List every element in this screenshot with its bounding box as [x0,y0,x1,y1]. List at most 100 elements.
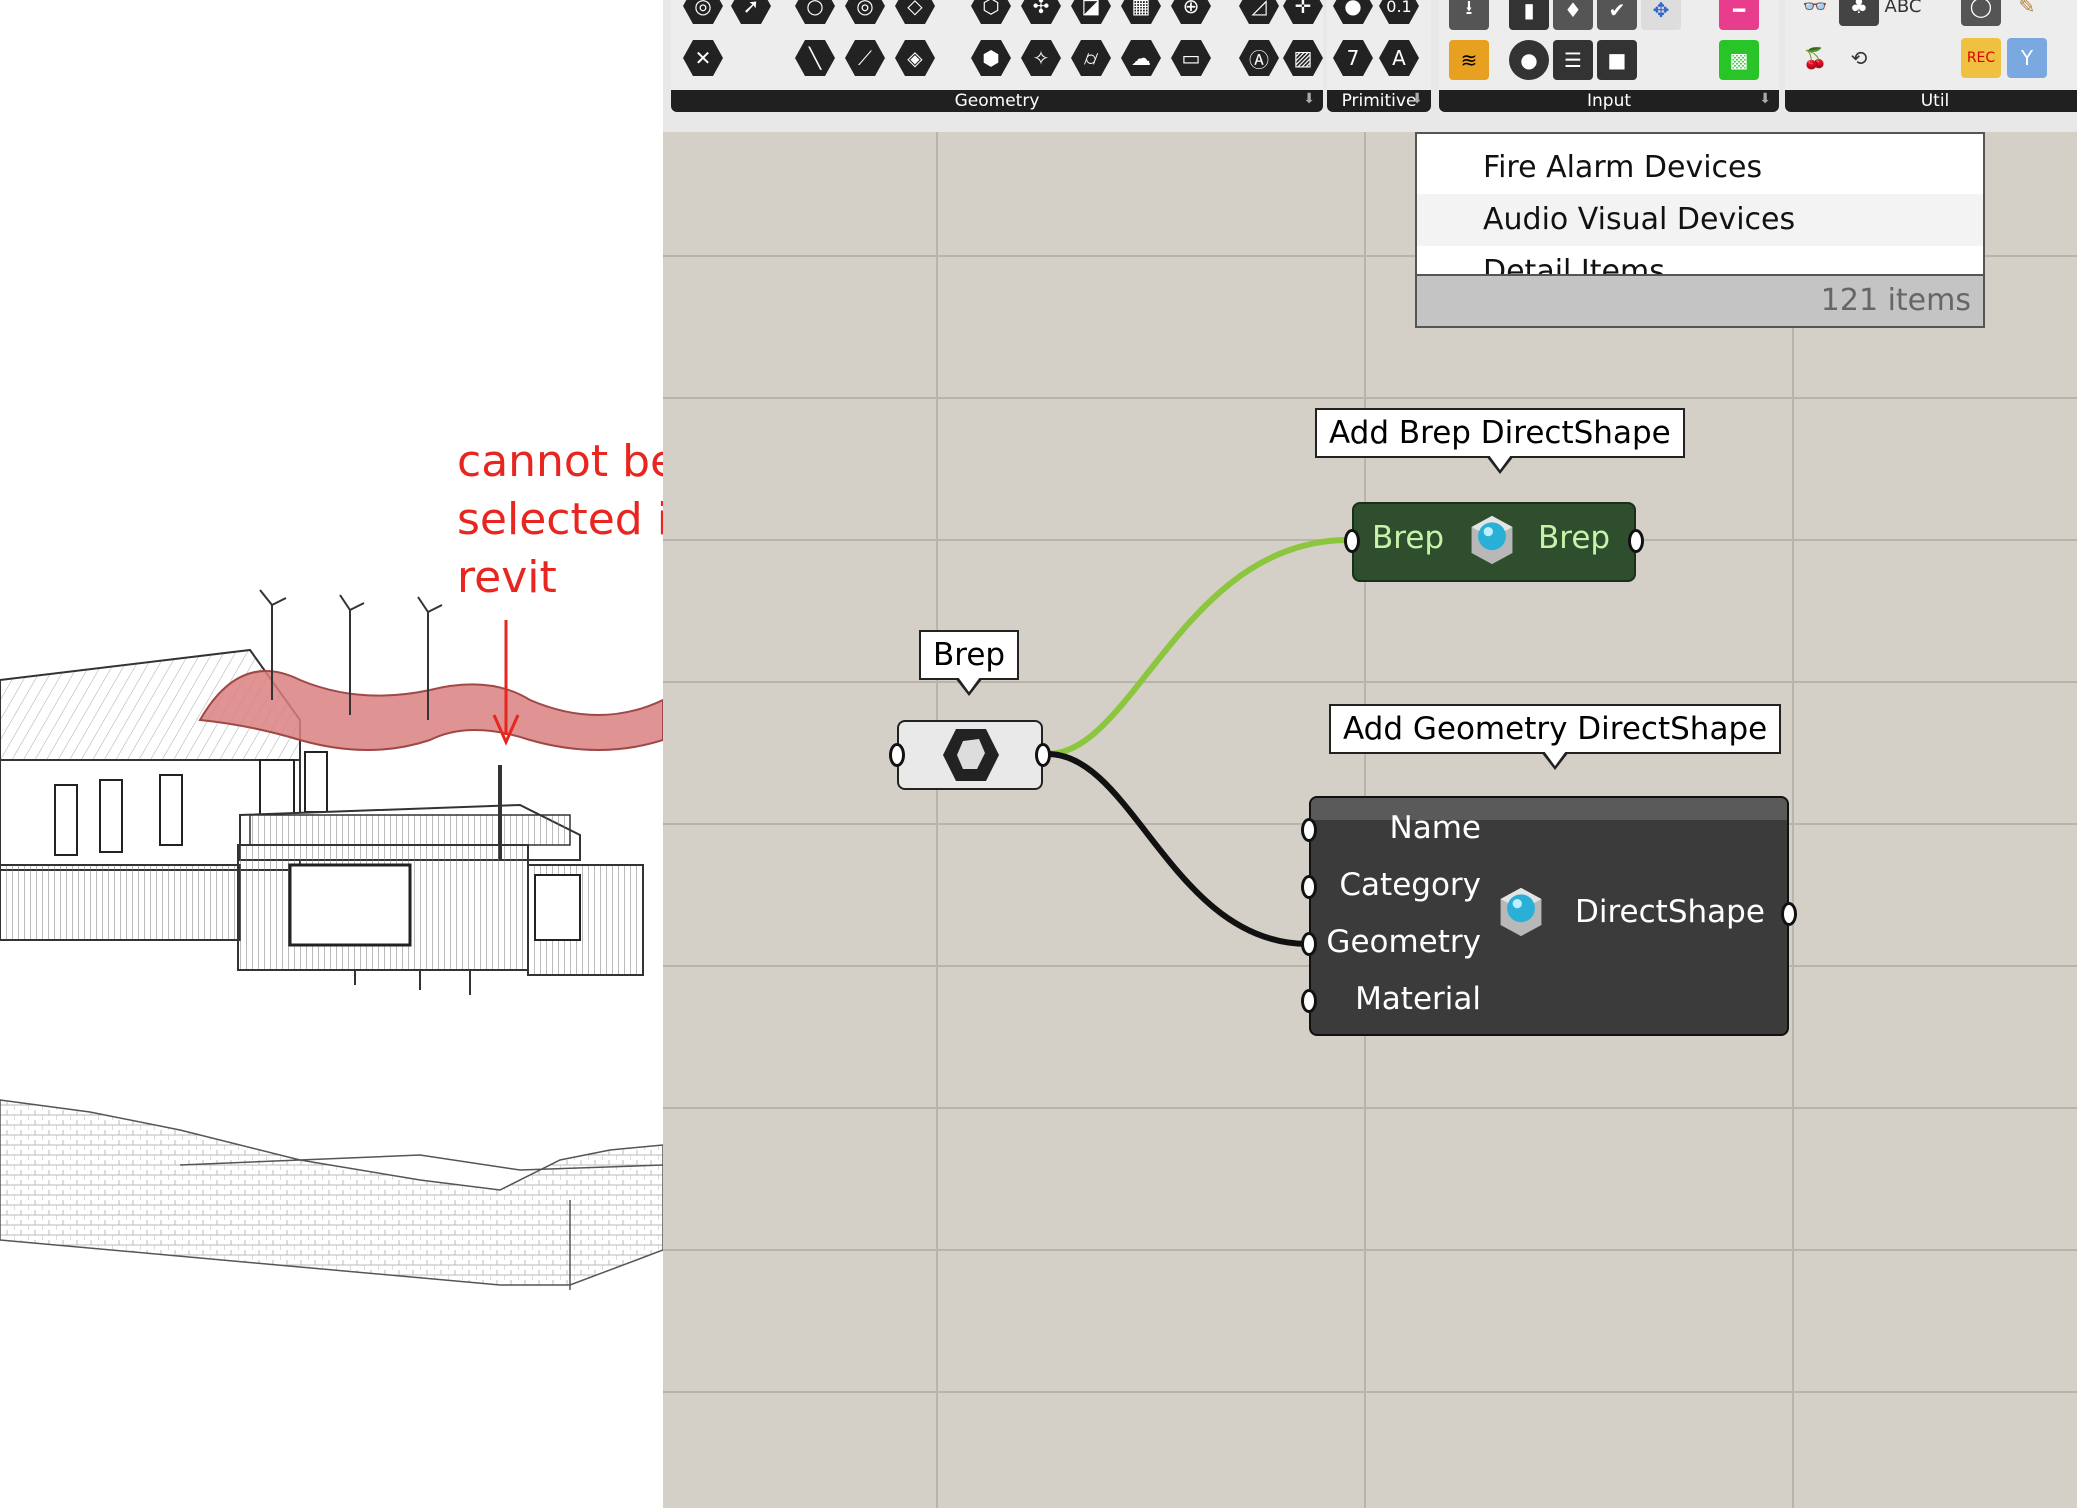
dropdown-item-detail-items[interactable]: Detail Items [1483,254,1665,276]
pencil-icon[interactable]: ✎ [2018,0,2036,18]
callout-add-brep-directshape: Add Brep DirectShape [1315,408,1685,474]
panel-input: ⭳ ≋ ▮ ♦ ✔ ✥ ● ☰ ■ ━ ▩ Input⬇ [1439,0,1779,112]
panel-geometry: ◎ ➚ ✕ ○ ◎ ◇ ╲ ⟋ ◈ ⬡ ✣ ◪ ▦ ⊕ ⬢ ✧ ⌭ ☁ ▭ ◿ … [671,0,1323,112]
directshape-output-label: DirectShape [1575,894,1765,930]
segment-param-icon[interactable]: ⟋ [845,40,885,76]
number-param-icon[interactable]: 0.1 [1379,0,1419,24]
curved-roof-brep [198,670,663,751]
category-dropdown[interactable]: … Fire Alarm Devices Audio Visual Device… [1415,132,1985,328]
mesh-param-icon[interactable]: ✣ [1021,0,1061,24]
wire-brep-to-brep-ds [1047,537,1347,757]
geometry-input-grip[interactable] [1301,932,1317,956]
record-icon[interactable]: REC [1961,38,2001,78]
add-geometry-directshape-node[interactable]: Name Category Geometry Material DirectSh… [1301,796,1797,1036]
brep-ds-input-grip[interactable] [1344,529,1360,553]
timer-icon[interactable]: ◯ [1961,0,2001,26]
expand-arrow-icon[interactable]: ⬇ [1759,91,1771,107]
name-input-label: Name [1389,810,1481,846]
knob-icon[interactable]: ♦ [1553,0,1593,30]
revit-directshape-icon [1471,515,1513,565]
node-header-highlight [1311,798,1787,820]
expand-arrow-icon[interactable]: ⬇ [1411,91,1423,107]
brep-icon [943,729,999,781]
dropdown-item-audio-visual[interactable]: Audio Visual Devices [1417,194,1983,246]
category-input-grip[interactable] [1301,875,1317,899]
brep-param-input-grip[interactable] [889,743,905,767]
hatch-param-icon[interactable]: ▨ [1283,40,1323,76]
loop-icon[interactable]: ⟲ [1850,46,1868,70]
brep-param-icon[interactable]: ⬢ [971,40,1011,76]
boolean-param-icon[interactable]: ● [1333,0,1373,24]
expand-arrow-icon[interactable]: ⬇ [1303,91,1315,107]
tree-icon[interactable]: ♣ [1839,0,1879,26]
brep-param-output-grip[interactable] [1035,743,1051,767]
panel-label-util: Util [1785,90,2077,112]
toggle-icon[interactable]: ▮ [1509,0,1549,30]
gradient-icon[interactable]: ≋ [1449,40,1489,80]
material-input-label: Material [1355,981,1481,1017]
integer-param-icon[interactable]: 7 [1333,40,1373,76]
add-brep-directshape-node[interactable]: Brep Brep [1344,502,1644,582]
revit-view[interactable]: cannot be selected in revit [0,0,663,1508]
clear-param-icon[interactable]: ✕ [683,40,723,76]
book-param-icon[interactable]: ▭ [1171,40,1211,76]
surface-param-icon[interactable]: ◇ [895,0,935,24]
cherry-icon[interactable]: 🍒 [1802,46,1828,70]
geometry-param-icon[interactable]: ◎ [683,0,723,24]
grasshopper-canvas[interactable]: … Fire Alarm Devices Audio Visual Device… [663,132,2077,1508]
grasshopper-window: ◎ ➚ ✕ ○ ◎ ◇ ╲ ⟋ ◈ ⬡ ✣ ◪ ▦ ⊕ ⬢ ✧ ⌭ ☁ ▭ ◿ … [663,0,2077,1508]
list-icon[interactable]: ☰ [1553,40,1593,80]
vector-param-icon[interactable]: ➚ [731,0,771,24]
dropdown-clipped-item[interactable]: … [1417,134,1983,142]
material-input-grip[interactable] [1301,989,1317,1013]
callout-add-geometry-directshape: Add Geometry DirectShape [1329,704,1782,770]
terrain [0,1099,663,1286]
text-param-icon[interactable]: Ⓐ [1239,40,1279,76]
revit-directshape-icon [1500,887,1542,937]
group-param-icon[interactable]: ⊕ [1171,0,1211,24]
glasses-icon[interactable]: 👓 [1802,0,1828,18]
field-param-icon[interactable]: ▦ [1121,0,1161,24]
curve-param-icon[interactable]: ◿ [1239,0,1279,24]
filter-icon[interactable]: Y [2007,38,2047,78]
face-param-icon[interactable]: ◪ [1071,0,1111,24]
panel-primitive: ● 0.1 7 A Primitive⬇ [1327,0,1431,112]
import-icon[interactable]: ⭳ [1449,0,1489,30]
swatch-icon[interactable]: ■ [1597,40,1637,80]
circle-param-icon[interactable]: ○ [795,0,835,24]
name-input-grip[interactable] [1301,818,1317,842]
plane-param-icon[interactable]: ◈ [895,40,935,76]
building-model [0,589,663,1290]
panel-label-geometry: Geometry⬇ [671,90,1323,112]
button-icon[interactable]: ● [1509,40,1549,80]
point-param-icon[interactable]: ✛ [1283,0,1323,24]
annotation-text: cannot be selected in revit [457,436,663,603]
brep-ds-output-label: Brep [1538,520,1611,556]
annotation-arrow [492,620,520,746]
ellipse-param-icon[interactable]: ◎ [845,0,885,24]
brep-param-node[interactable] [889,720,1051,790]
line-param-icon[interactable]: ╲ [795,40,835,76]
subd-param-icon[interactable]: ✧ [1021,40,1061,76]
graph-icon[interactable]: ✥ [1641,0,1681,30]
checkbox-icon[interactable]: ✔ [1597,0,1637,30]
cylinder-param-icon[interactable]: ⌭ [1071,40,1111,76]
main-roof [0,648,301,792]
palette-icon[interactable]: ▩ [1719,40,1759,80]
dropdown-item-fire-alarm[interactable]: Fire Alarm Devices [1483,150,1763,185]
brep-ds-input-label: Brep [1372,520,1445,556]
brep-ds-output-grip[interactable] [1628,529,1644,553]
box-param-icon[interactable]: ⬡ [971,0,1011,24]
geometry-input-label: Geometry [1326,924,1481,960]
dropdown-item-count: 121 items [1417,274,1983,326]
spellcheck-icon[interactable]: ABC [1884,0,1922,17]
wire-brep-to-geometry [1047,751,1309,947]
panel-label-input: Input⬇ [1439,90,1779,112]
component-toolbar: ◎ ➚ ✕ ○ ◎ ◇ ╲ ⟋ ◈ ⬡ ✣ ◪ ▦ ⊕ ⬢ ✧ ⌭ ☁ ▭ ◿ … [663,0,2077,132]
cloud-param-icon[interactable]: ☁ [1121,40,1161,76]
callout-brep: Brep [919,630,1020,696]
directshape-output-grip[interactable] [1781,902,1797,926]
string-param-icon[interactable]: A [1379,40,1419,76]
category-input-label: Category [1339,867,1481,903]
slider-icon[interactable]: ━ [1719,0,1759,30]
